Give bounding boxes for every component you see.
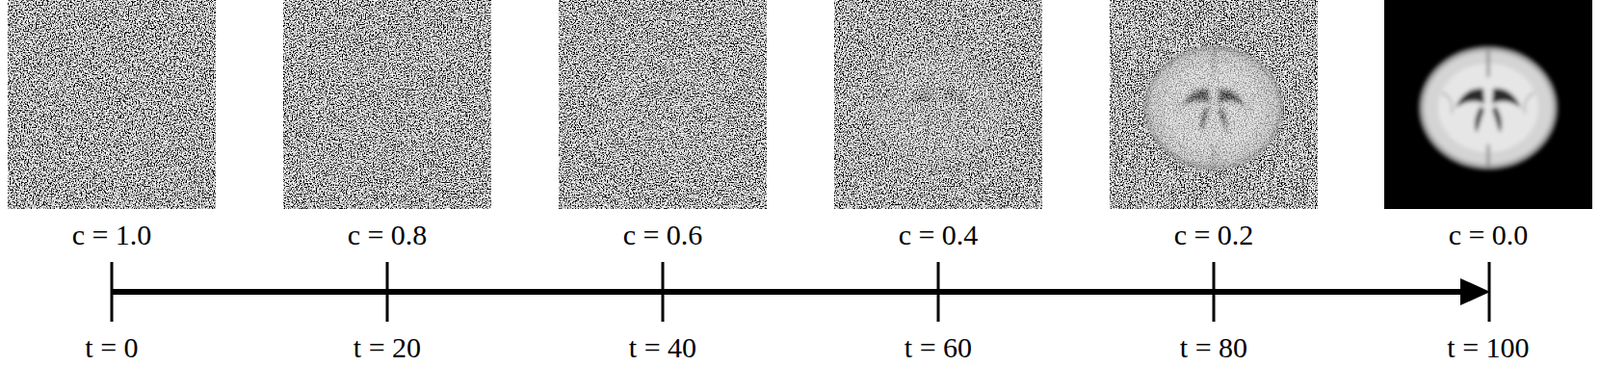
noise-level-label: c = 0.2 bbox=[1174, 220, 1255, 250]
noise-image bbox=[558, 0, 767, 210]
time-step-label: t = 60 bbox=[904, 333, 972, 363]
time-step-label: t = 40 bbox=[629, 333, 697, 363]
time-step-label: t = 100 bbox=[1446, 333, 1529, 363]
noise-level-label: c = 0.6 bbox=[623, 220, 704, 250]
noise-level-label: c = 1.0 bbox=[72, 220, 153, 250]
noise-image bbox=[7, 0, 216, 210]
noise-level-label: c = 0.0 bbox=[1448, 220, 1529, 250]
noise-image bbox=[283, 0, 492, 210]
noise-level-label: c = 0.8 bbox=[347, 220, 428, 250]
time-step-label: t = 0 bbox=[84, 333, 138, 363]
time-step-label: t = 20 bbox=[353, 333, 421, 363]
brain-mri-image bbox=[1384, 0, 1593, 210]
noisy-brain-image bbox=[834, 0, 1043, 210]
timeline-axis bbox=[110, 262, 1491, 322]
time-step-label: t = 80 bbox=[1180, 333, 1248, 363]
noisy-brain-image bbox=[1109, 0, 1318, 210]
noise-level-label: c = 0.4 bbox=[898, 220, 979, 250]
